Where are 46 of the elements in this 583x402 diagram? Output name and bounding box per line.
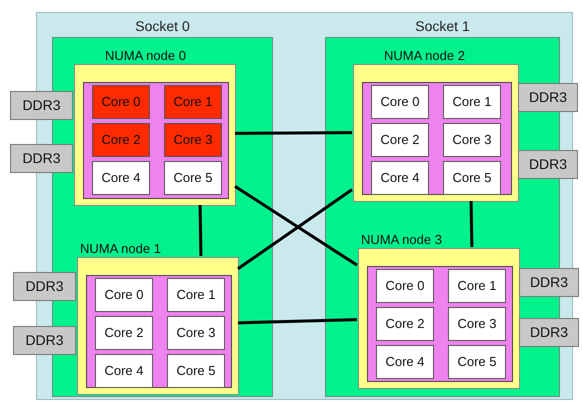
core-box: Core 3	[443, 123, 501, 157]
core-box: Core 5	[167, 354, 225, 388]
core-group-panel	[83, 82, 229, 199]
memory-module-box: DDR3	[518, 150, 578, 179]
core-group-panel	[362, 82, 512, 195]
core-box: Core 2	[95, 316, 153, 350]
core-box: Core 4	[95, 354, 153, 388]
core-box: Core 1	[164, 85, 222, 119]
core-box: Core 2	[92, 123, 150, 157]
core-box: Core 4	[92, 161, 150, 195]
core-box: Core 5	[443, 161, 501, 195]
core-box: Core 3	[167, 316, 225, 350]
interconnect-line	[238, 318, 358, 324]
core-box: Core 3	[448, 307, 506, 341]
core-box: Core 1	[443, 85, 501, 119]
core-group-panel	[86, 275, 232, 388]
interconnect-line	[234, 131, 352, 135]
core-box: Core 0	[376, 269, 434, 303]
interconnect-line	[198, 204, 202, 256]
memory-module-box: DDR3	[519, 268, 579, 297]
numa-node-heading: NUMA node 2	[384, 47, 465, 65]
core-box: Core 0	[92, 85, 150, 119]
numa-node-heading: NUMA node 3	[361, 231, 442, 249]
core-box: Core 4	[376, 345, 434, 379]
numa-node-heading: NUMA node 0	[105, 47, 186, 65]
core-box: Core 3	[164, 123, 222, 157]
core-box: Core 0	[95, 278, 153, 312]
core-box: Core 5	[448, 345, 506, 379]
core-group-panel	[367, 266, 513, 382]
socket-heading: Socket 1	[414, 17, 471, 36]
core-box: Core 2	[376, 307, 434, 341]
numa-node-heading: NUMA node 1	[80, 240, 161, 258]
memory-module-box: DDR3	[10, 144, 73, 173]
core-box: Core 5	[164, 161, 222, 195]
memory-module-box: DDR3	[519, 318, 579, 347]
core-box: Core 1	[448, 269, 506, 303]
socket-heading: Socket 0	[134, 17, 191, 36]
memory-module-box: DDR3	[518, 83, 578, 112]
core-box: Core 4	[371, 161, 429, 195]
core-box: Core 0	[371, 85, 429, 119]
core-box: Core 2	[371, 123, 429, 157]
core-box: Core 1	[167, 278, 225, 312]
memory-module-box: DDR3	[13, 272, 76, 301]
interconnect-line	[470, 200, 474, 248]
memory-module-box: DDR3	[13, 326, 76, 355]
memory-module-box: DDR3	[10, 91, 73, 120]
